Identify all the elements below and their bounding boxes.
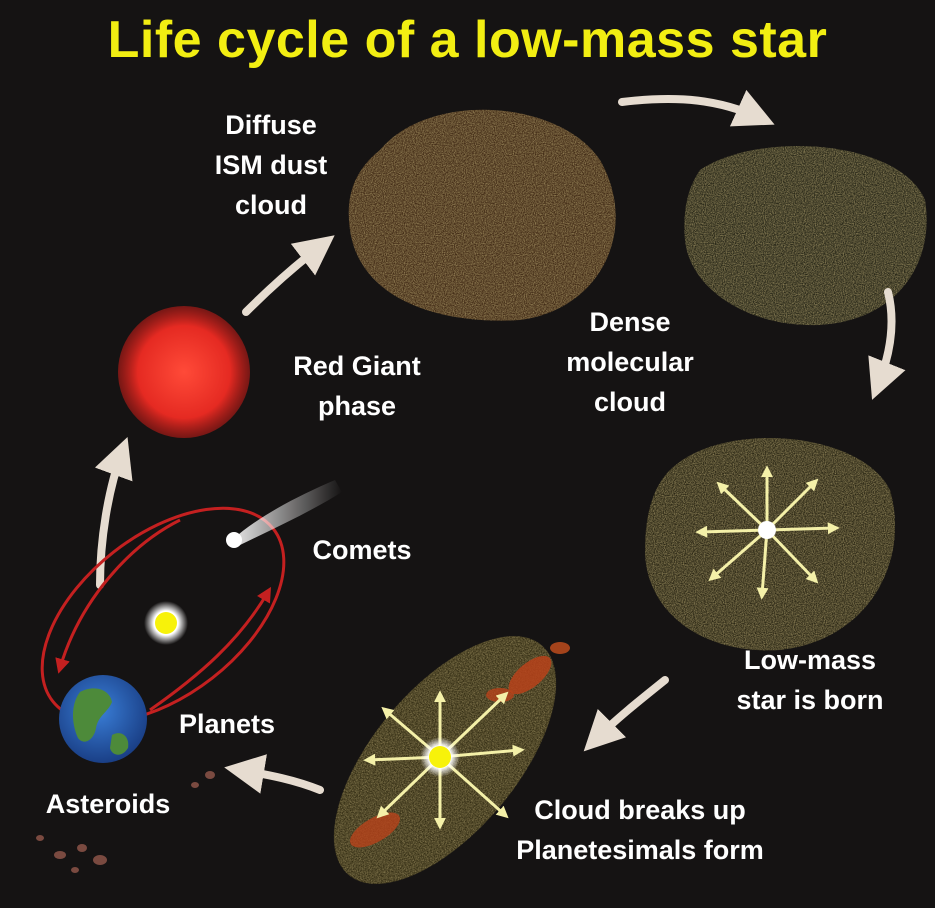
label-line: cloud	[594, 387, 666, 417]
cycle-arrow-planets-to-giant	[94, 436, 133, 589]
label-line: phase	[317, 391, 397, 421]
label-line: cloud	[235, 190, 307, 220]
label-planets: Planets	[178, 709, 276, 739]
label-line: Red Giant	[293, 351, 421, 381]
newborn-star	[758, 521, 776, 539]
label-comets: Comets	[312, 535, 412, 565]
newborn-star-rays	[695, 465, 840, 600]
star-forming-cloud	[645, 437, 896, 651]
label-line: ISM dust	[214, 150, 328, 180]
comet-head	[226, 532, 242, 548]
label-line: star is born	[736, 685, 884, 715]
label-line: Cloud breaks up	[534, 795, 746, 825]
label-dense-molecular-cloud: Dense molecular cloud	[545, 302, 715, 422]
cycle-arrow-giant-to-diffuse	[242, 235, 335, 316]
comet-tail	[232, 480, 342, 545]
label-line: Diffuse	[225, 110, 317, 140]
cycle-arrow-born-to-disk	[583, 676, 669, 752]
orbit-arrow-lower	[149, 586, 272, 712]
dense-molecular-cloud	[684, 146, 927, 326]
label-diffuse-ism-dust-cloud: Diffuse ISM dust cloud	[186, 105, 356, 225]
diagram-title: Life cycle of a low-mass star	[107, 11, 828, 69]
label-line: molecular	[566, 347, 694, 377]
label-line: Low-mass	[743, 645, 877, 675]
label-line: Planetesimals form	[516, 835, 764, 865]
cycle-arrows	[94, 89, 906, 794]
sun	[155, 612, 177, 634]
diffuse-dust-cloud	[348, 109, 616, 321]
cycle-arrow-disk-to-planets	[224, 754, 324, 794]
label-asteroids: Asteroids	[45, 789, 171, 819]
cycle-arrow-dense-to-born	[868, 288, 906, 400]
red-giant	[118, 306, 250, 438]
cycle-arrow-diffuse-to-dense	[618, 89, 775, 127]
asteroids	[36, 771, 215, 873]
orbit-arrow-upper	[55, 518, 181, 674]
earth	[59, 675, 147, 763]
label-low-mass-star-born: Low-mass star is born	[700, 640, 920, 720]
label-cloud-breaks-up: Cloud breaks up Planetesimals form	[470, 790, 810, 870]
label-red-giant-phase: Red Giant phase	[262, 346, 452, 426]
disk-star	[429, 746, 451, 768]
label-line: Dense	[589, 307, 671, 337]
